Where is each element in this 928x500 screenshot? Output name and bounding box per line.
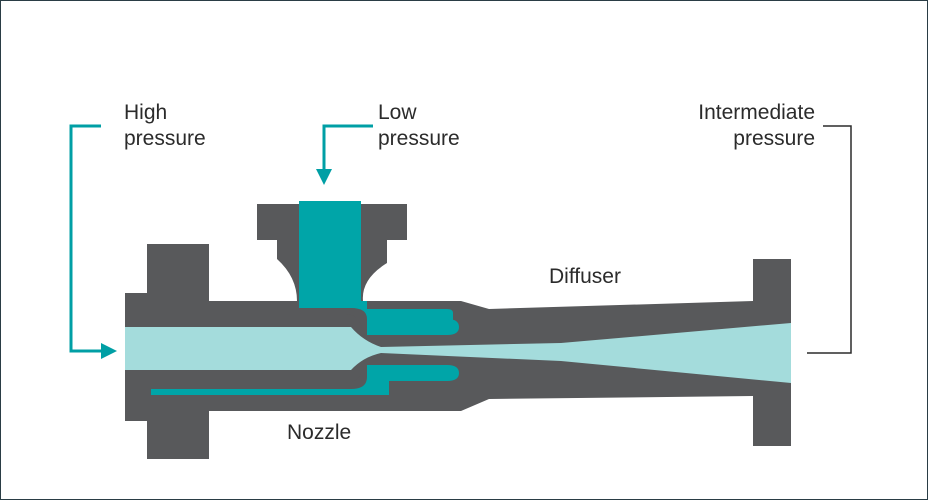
lower-suction-chamber bbox=[151, 365, 459, 395]
nozzle-walls bbox=[151, 314, 455, 383]
inlet-flange-top bbox=[147, 244, 209, 294]
high-pressure-label: High pressure bbox=[124, 101, 206, 150]
low-pressure-label: Low pressure bbox=[378, 101, 460, 150]
upper-nozzle-wall bbox=[151, 314, 455, 343]
high-pressure-arrow bbox=[69, 124, 117, 359]
suction-inlet-fluid bbox=[299, 201, 361, 301]
intermediate-pressure-bracket bbox=[807, 125, 852, 354]
lower-nozzle-wall bbox=[151, 355, 455, 383]
upper-suction-lip bbox=[367, 319, 459, 335]
intermediate-pressure-label: Intermediate pressure bbox=[698, 101, 815, 150]
motive-jet bbox=[125, 323, 791, 383]
low-pressure-arrow bbox=[316, 124, 373, 185]
nozzle-label: Nozzle bbox=[287, 421, 352, 444]
suction-fluid bbox=[151, 201, 459, 395]
diffuser-label: Diffuser bbox=[549, 265, 621, 288]
